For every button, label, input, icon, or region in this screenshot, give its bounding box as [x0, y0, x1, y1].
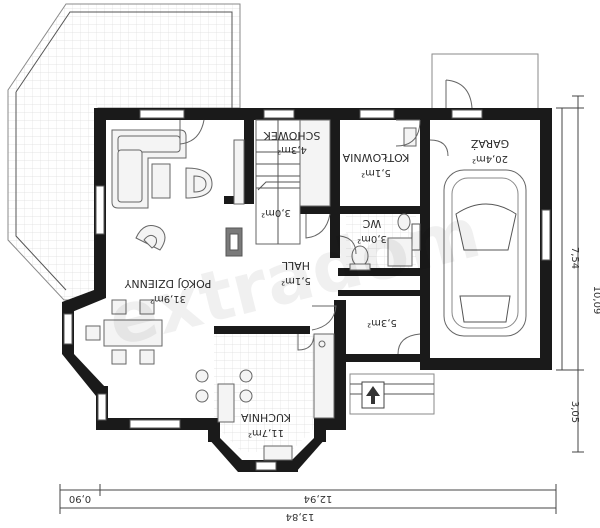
dim-bottom-overhang: 0,90 [69, 493, 91, 504]
svg-text:13,84: 13,84 [286, 511, 315, 522]
room-label-stair: 3,0m² [261, 207, 291, 218]
svg-text:12,94: 12,94 [304, 493, 333, 504]
svg-text:KOTŁOWNIA: KOTŁOWNIA [342, 151, 409, 164]
svg-text:WC: WC [362, 217, 381, 230]
svg-text:4,3m²: 4,3m² [277, 144, 307, 155]
svg-text:3,0m²: 3,0m² [357, 233, 387, 244]
svg-text:5,1m²: 5,1m² [361, 167, 391, 178]
svg-text:GARAŻ: GARAŻ [470, 137, 509, 150]
room-label-kuchnia: KUCHNIA 11,7m² [241, 411, 291, 438]
sofa-set [111, 129, 213, 209]
room-label-schowek: SCHOWEK 4,3m² [263, 129, 320, 155]
dining-table [85, 299, 163, 365]
windows [63, 109, 551, 471]
room-label-pokoj: POKÓJ DZIENNY 31,9m² [124, 277, 211, 304]
entrance-arrow-icon [361, 381, 385, 409]
dim-bottom-inner: 12,94 [304, 493, 333, 504]
svg-text:10,09: 10,09 [591, 286, 600, 315]
svg-text:31,9m²: 31,9m² [150, 293, 186, 304]
svg-text:5,1m²: 5,1m² [281, 275, 311, 286]
dim-right-lower: 3,05 [569, 401, 580, 423]
car [443, 169, 527, 337]
doors [179, 79, 473, 355]
svg-text:11,7m²: 11,7m² [248, 427, 284, 438]
svg-text:0,90: 0,90 [69, 493, 91, 504]
room-label-garaz: GARAŻ 20,4m² [470, 137, 509, 164]
dimension-lines [59, 95, 584, 514]
svg-text:5,3m²: 5,3m² [367, 317, 397, 328]
room-label-hall: HALL 5,1m² [281, 259, 311, 286]
fireplace [225, 227, 243, 257]
dim-bottom-total: 13,84 [286, 511, 315, 522]
dim-right-inner: 7,54 [569, 247, 580, 269]
terrace-inner-edge [15, 11, 233, 291]
dim-right-upper: 10,09 [591, 286, 600, 315]
svg-text:KUCHNIA: KUCHNIA [241, 411, 291, 424]
room-label-wc: WC 3,0m² [357, 217, 387, 244]
kitchen-units [195, 333, 335, 461]
room-label-kotlownia: KOTŁOWNIA 5,1m² [342, 151, 409, 178]
svg-text:POKÓJ DZIENNY: POKÓJ DZIENNY [124, 277, 211, 290]
svg-text:7,54: 7,54 [569, 247, 580, 269]
wc-fixtures [349, 213, 413, 271]
kitchen-floor [214, 334, 314, 452]
room-label-small: 5,3m² [367, 317, 397, 328]
svg-text:3,05: 3,05 [569, 401, 580, 423]
armchair [135, 225, 166, 251]
staircase [255, 119, 331, 245]
svg-text:HALL: HALL [281, 259, 310, 272]
garage-driveway [431, 53, 539, 111]
sideboard [233, 139, 245, 205]
svg-text:SCHOWEK: SCHOWEK [263, 129, 320, 142]
svg-text:3,0m²: 3,0m² [261, 207, 291, 218]
svg-text:20,4m²: 20,4m² [472, 153, 508, 164]
